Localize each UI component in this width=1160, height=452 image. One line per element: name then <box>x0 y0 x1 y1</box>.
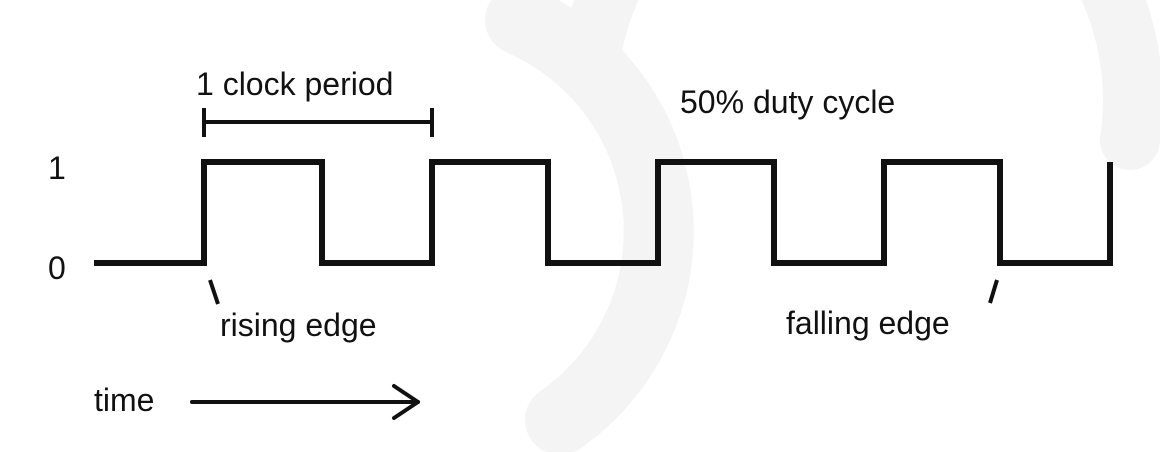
background-watermark <box>485 0 1160 452</box>
rising-edge-pointer <box>208 279 220 305</box>
clock-period-bracket <box>202 108 434 137</box>
level-low-label: 0 <box>48 250 66 286</box>
falling-edge-label: falling edge <box>786 305 950 341</box>
time-label: time <box>94 382 155 418</box>
clock-period-label: 1 clock period <box>196 66 394 102</box>
level-high-label: 1 <box>48 150 66 186</box>
rising-edge-label: rising edge <box>220 307 377 343</box>
falling-edge-pointer <box>988 279 999 304</box>
clock-square-wave <box>94 159 1113 266</box>
duty-cycle-label: 50% duty cycle <box>680 84 896 120</box>
time-arrow <box>190 384 420 420</box>
